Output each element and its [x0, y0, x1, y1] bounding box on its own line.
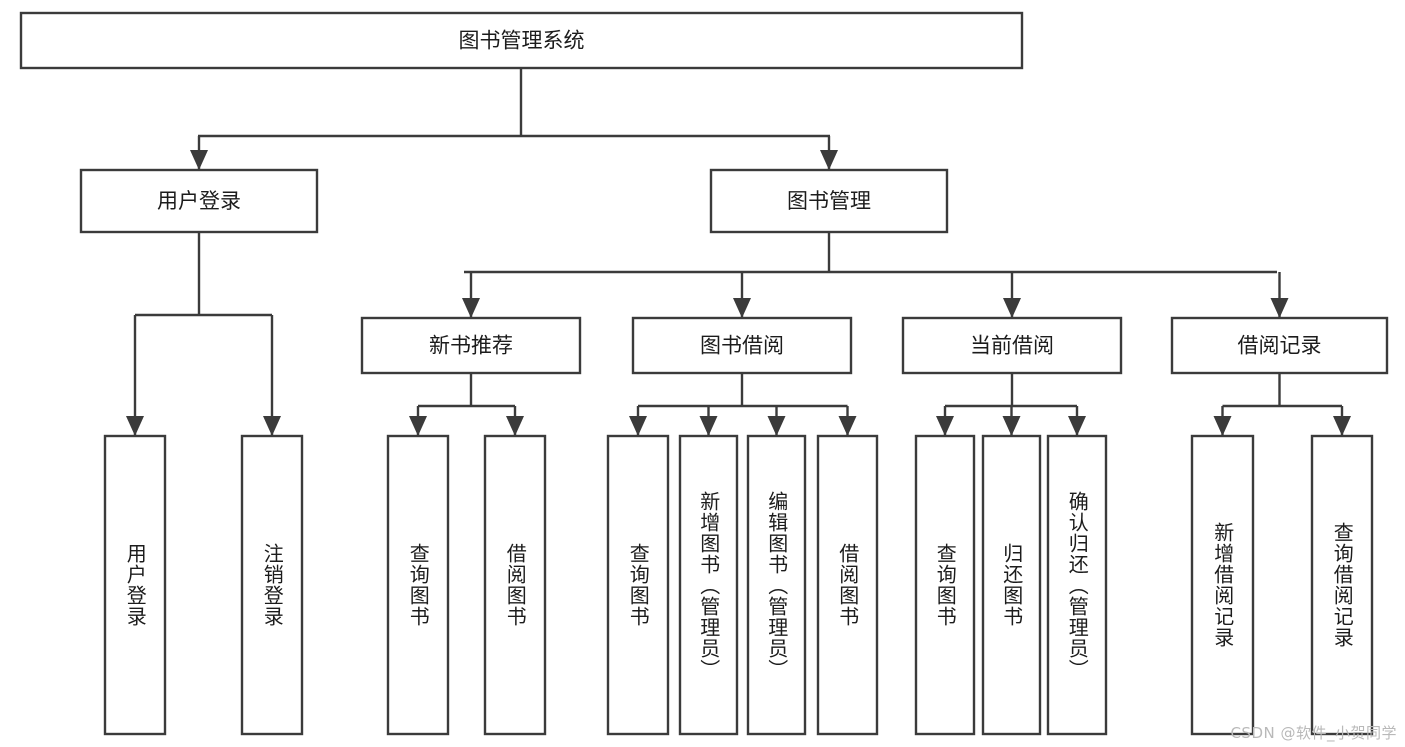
arrow-to-book-borrow	[733, 298, 751, 318]
node-box-borrow-records[interactable]	[1170, 316, 1389, 375]
arrow-to-leaf-query-book-current	[936, 416, 954, 436]
node-box-leaf-query-book-borrow[interactable]	[606, 434, 670, 736]
node-label-leaf-borrow-book-new: 借阅图书	[503, 543, 528, 627]
node-box-user-login[interactable]	[79, 168, 319, 234]
node-label-user-login: 用户登录	[157, 189, 241, 213]
node-box-leaf-query-borrow-record[interactable]	[1310, 434, 1374, 736]
node-box-leaf-query-book-current[interactable]	[914, 434, 976, 736]
node-label-leaf-confirm-return-admin: 确认归还（管理员）	[1065, 490, 1090, 680]
arrow-to-leaf-confirm-return-admin	[1068, 416, 1086, 436]
node-box-root[interactable]	[19, 11, 1024, 70]
arrow-to-book-management	[820, 150, 838, 170]
node-label-leaf-add-borrow-record: 新增借阅记录	[1210, 522, 1235, 648]
node-box-leaf-logout[interactable]	[240, 434, 304, 736]
arrow-to-current-borrow	[1003, 298, 1021, 318]
arrow-to-leaf-edit-book-admin	[767, 416, 786, 436]
node-box-leaf-borrow-book-new[interactable]	[483, 434, 547, 736]
arrow-to-leaf-return-book	[1002, 416, 1021, 436]
arrow-to-borrow-records	[1270, 298, 1289, 318]
node-label-leaf-query-book-current: 查询图书	[933, 543, 958, 627]
node-label-leaf-edit-book-admin: 编辑图书（管理员）	[764, 490, 789, 680]
arrow-to-leaf-borrow-book-new	[506, 416, 524, 436]
node-box-current-borrow[interactable]	[901, 316, 1123, 375]
node-label-root: 图书管理系统	[459, 29, 585, 53]
node-box-book-management[interactable]	[709, 168, 949, 234]
node-label-leaf-add-book-admin: 新增图书（管理员）	[696, 490, 721, 680]
node-box-leaf-query-book-new[interactable]	[386, 434, 450, 736]
node-box-leaf-return-book[interactable]	[981, 434, 1042, 736]
node-label-leaf-user-login: 用户登录	[123, 543, 148, 627]
arrow-to-leaf-user-login	[126, 416, 144, 436]
node-label-new-book-recommend: 新书推荐	[429, 334, 513, 358]
arrow-to-user-login	[190, 150, 208, 170]
node-label-borrow-records: 借阅记录	[1238, 334, 1322, 358]
connector-layer	[126, 68, 1351, 436]
arrow-to-new-book-recommend	[462, 298, 480, 318]
node-box-leaf-borrow-book[interactable]	[816, 434, 879, 736]
node-box-leaf-add-book-admin[interactable]	[678, 434, 739, 736]
node-label-leaf-query-borrow-record: 查询借阅记录	[1330, 522, 1355, 648]
node-label-leaf-query-book-borrow: 查询图书	[626, 543, 651, 627]
arrow-to-leaf-add-borrow-record	[1213, 416, 1232, 436]
node-label-book-management: 图书管理	[787, 189, 871, 213]
arrow-to-leaf-add-book-admin	[699, 416, 718, 436]
node-box-leaf-add-borrow-record[interactable]	[1190, 434, 1255, 736]
csdn-watermark: CSDN @软件_小贺同学	[1230, 724, 1397, 742]
node-label-current-borrow: 当前借阅	[970, 334, 1054, 358]
node-box-book-borrow[interactable]	[631, 316, 853, 375]
arrow-to-leaf-logout	[263, 416, 281, 436]
node-label-leaf-query-book-new: 查询图书	[406, 543, 431, 627]
node-label-book-borrow: 图书借阅	[700, 334, 784, 358]
node-label-leaf-logout: 注销登录	[260, 543, 285, 627]
arrow-to-leaf-query-borrow-record	[1333, 416, 1351, 436]
node-box-new-book-recommend[interactable]	[360, 316, 582, 375]
arrow-to-leaf-borrow-book	[838, 416, 857, 436]
arrow-to-leaf-query-book-borrow	[629, 416, 647, 436]
node-label-leaf-return-book: 归还图书	[999, 543, 1024, 627]
arrow-to-leaf-query-book-new	[409, 416, 427, 436]
node-label-leaf-borrow-book: 借阅图书	[835, 543, 860, 627]
node-box-leaf-user-login[interactable]	[103, 434, 167, 736]
node-box-leaf-edit-book-admin[interactable]	[746, 434, 807, 736]
box-layer	[19, 11, 1389, 736]
node-box-leaf-confirm-return-admin[interactable]	[1046, 434, 1108, 736]
